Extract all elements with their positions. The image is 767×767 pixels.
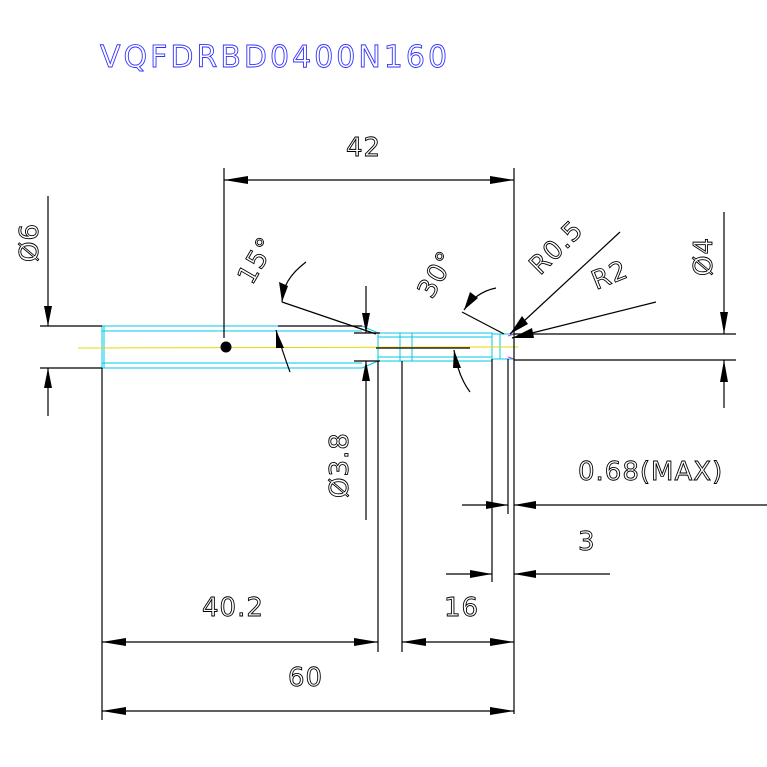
dimension-labels: 60 40.2 16 42 3 0.68(MAX) R2 R0.5 30° 15… (15, 133, 723, 694)
label-profile-radius: R2 (587, 255, 632, 297)
label-tip-length: 3 (578, 527, 596, 557)
part-number-title: VQFDRBD0400N160 (100, 40, 450, 75)
label-flute-length: 16 (444, 593, 479, 623)
label-neck-to-tip: 42 (346, 133, 381, 163)
label-shank-length: 40.2 (202, 593, 264, 623)
label-taper-angle: 15° (232, 232, 283, 290)
centerline (77, 346, 519, 349)
label-corner-radius: R0.5 (524, 215, 590, 281)
label-tip-angle: 30° (412, 246, 463, 304)
dimension-lines (40, 168, 767, 720)
label-shank-diameter: Ø6 (15, 223, 45, 262)
datum-point (220, 341, 232, 353)
flute-tip (491, 333, 515, 360)
label-overall-length: 60 (288, 663, 323, 693)
label-max-offset: 0.68(MAX) (578, 457, 723, 487)
label-tip-diameter: Ø4 (689, 237, 719, 276)
label-neck-diameter: Ø3.8 (325, 432, 355, 498)
